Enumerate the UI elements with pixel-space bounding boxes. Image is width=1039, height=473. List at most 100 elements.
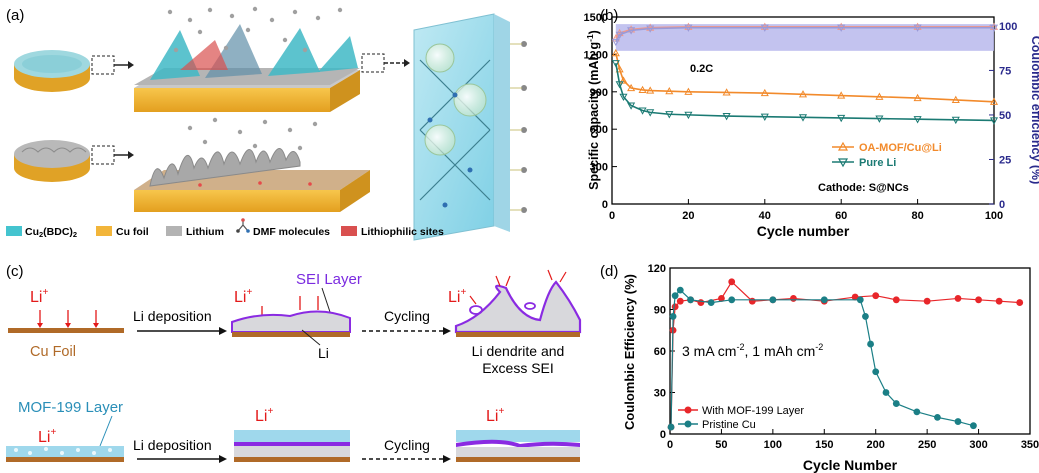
cycling-label-2: Cycling [384,437,430,453]
y-tick-label: 1500 [584,12,608,24]
legend-swatch-cu-foil [96,226,112,236]
oa-mof-capacity-line [615,52,995,103]
oa-mof-capacity-point [615,65,624,73]
x-tick-label: 350 [1021,439,1039,451]
panel-c-label: (c) [6,263,24,280]
oa-mof-capacity-point [837,91,846,99]
y-tick-label: 600 [590,124,608,136]
oa-mof-ce-point [913,22,922,30]
pure-li-capacity-point [684,111,693,120]
oa-mof-ce-point [684,22,693,30]
li-plus-1: Li+ [30,287,48,306]
oa-mof-ce-point [646,23,655,31]
y2-tick-label: 75 [999,65,1011,77]
current-condition: 3 mA cm-2, 1 mAh cm-2 [682,342,823,359]
pure-li-ce-point [837,24,846,32]
legend-label-lithiophilic: Lithiophilic sites [361,226,444,238]
y-tick-label: 30 [654,388,666,400]
li-plus-3: Li+ [448,287,466,306]
panel-b-ylabel: Specific capacity (mAh g-1) [585,30,601,190]
pure-li-ce-point [615,31,624,40]
x-tick-label: 0 [609,210,615,222]
legend-oa-mof: OA-MOF/Cu@Li [859,142,942,154]
y2-tick-label: 100 [999,21,1017,33]
sei-layer-label: SEI Layer [296,271,362,288]
pure-li-ce-point [646,25,655,33]
x-tick-label: 40 [759,210,771,222]
oa-mof-capacity-point [875,92,884,100]
mof-199-point [995,297,1003,305]
lithium-particles [167,6,343,53]
y2-tick-label: 50 [999,110,1011,122]
cu-foil-disk-bare [14,140,90,182]
panel-d-label: (d) [600,263,618,280]
mof-199-point [872,292,880,300]
pristine-cu-point [728,296,736,304]
pure-li-capacity-point [638,107,647,115]
pure-li-ce-line [615,26,994,43]
x-tick-label: 250 [918,439,936,451]
legend-label-lithium: Lithium [186,226,224,238]
mof-199-point [748,297,756,305]
mof-199-point [954,295,962,302]
dendrite-slab [134,117,370,212]
mof-199-point [892,296,900,304]
legend-swatch-lithiophilic [341,226,357,236]
x-tick-label: 300 [969,439,987,451]
oa-mof-capacity-point [798,90,808,98]
x-tick-label: 60 [835,210,847,222]
y2-tick-label: 0 [999,199,1005,211]
pure-li-capacity-point [989,117,999,125]
pristine-cu-point [954,418,962,425]
panel-a: (a) [6,6,527,241]
pure-li-capacity-point [619,93,628,102]
legend-pristine-cu: Pristine Cu [702,419,756,431]
y2-tick-label: 25 [999,154,1011,166]
li-label: Li [318,345,329,361]
panel-a-label: (a) [6,7,24,24]
oa-mof-capacity-point [913,93,922,102]
legend-label-cu-foil: Cu foil [116,226,149,238]
y-tick-label: 0 [602,199,608,211]
cu-foil-disk-mof [14,50,90,92]
pure-li-capacity-point [798,114,808,122]
zoom-box-top [91,55,115,75]
pristine-cu-point [707,299,715,306]
pure-li-capacity-point [627,102,636,110]
legend-mof-199: With MOF-199 Layer [702,405,804,417]
mof-layer-bar-1 [6,446,124,457]
pristine-cu-point [862,313,869,320]
y-tick-label: 60 [654,346,666,358]
dendrite-label-2: Excess SEI [482,360,554,376]
pristine-cu-point [856,296,864,304]
oa-mof-capacity-point [611,48,620,57]
mof-199-point [790,295,797,302]
y-tick-label: 120 [648,263,666,275]
pure-li-ce-point [627,27,636,35]
pure-li-capacity-point [722,113,731,121]
x-tick-label: 100 [764,439,782,451]
pure-li-ce-point [989,24,999,32]
li-plus-2: Li+ [234,287,252,306]
panel-b-y2label: Coulombic efficiency (%) [1029,36,1039,185]
li-sei-deposit [231,310,351,333]
oa-mof-capacity-point [665,86,674,95]
oa-mof-capacity-point [627,83,636,92]
pure-li-capacity-point [913,116,922,124]
oa-mof-capacity-point [760,88,769,97]
panel-c: (c) Li+ Cu Foil Li deposition Li+ SEI La… [6,263,582,463]
mof-layer-label: MOF-199 Layer [18,399,123,416]
pristine-cu-point [769,296,777,304]
mof-coated-slab [134,6,360,112]
cu-foil-bar-1 [8,328,124,333]
pure-li-ce-point [913,24,922,32]
oa-mof-ce-point [627,25,636,33]
oa-mof-ce-point [760,22,769,30]
x-tick-label: 20 [682,210,694,222]
legend-label-dmf: DMF molecules [253,226,330,238]
li-deposition-label-1: Li deposition [133,308,212,324]
oa-mof-ce-point [989,22,999,30]
x-tick-label: 50 [715,439,727,451]
pure-li-capacity-point [760,113,769,121]
mof-199-point [676,297,684,305]
